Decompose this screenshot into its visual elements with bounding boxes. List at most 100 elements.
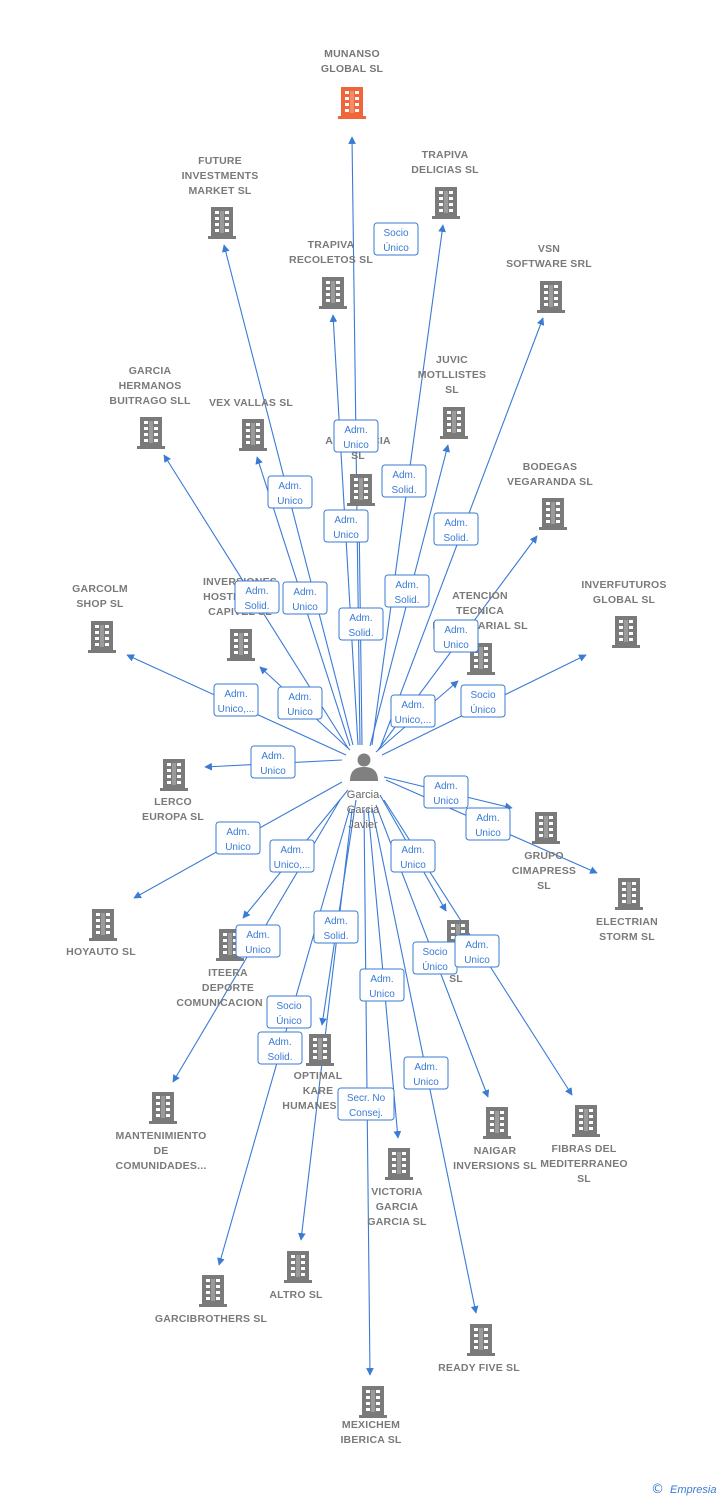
company-node-altro[interactable]: ALTRO SL <box>269 1251 323 1301</box>
relation-label[interactable]: Adm.Unico <box>235 924 281 958</box>
relation-label-box <box>235 924 281 958</box>
company-label: NAIGAR <box>474 1145 517 1157</box>
relation-label-box <box>257 1031 303 1065</box>
company-label: IBERICA SL <box>340 1434 401 1446</box>
relation-label[interactable]: Adm.Unico <box>403 1056 449 1090</box>
relation-label-box <box>381 464 427 498</box>
brand-logo-text[interactable]: Empresia <box>670 1484 716 1496</box>
relation-label[interactable]: Adm.Solid. <box>257 1031 303 1065</box>
person-label: Garcia <box>347 789 380 801</box>
footer-brand[interactable]: ©Empresia <box>651 1482 716 1497</box>
relation-label[interactable]: Adm.Unico <box>465 807 511 841</box>
company-label: DE <box>154 1145 169 1157</box>
company-label: INVESTMENTS <box>182 170 259 182</box>
relation-label[interactable]: Adm.Unico <box>333 419 379 453</box>
relation-label-box <box>313 910 359 944</box>
person-label: Javier <box>348 819 378 831</box>
company-label: GARCIA <box>129 365 172 377</box>
relation-label-text: Unico <box>400 860 426 871</box>
company-node-vex[interactable]: VEX VALLAS SL <box>209 397 293 451</box>
company-node-garcibrothers[interactable]: GARCIBROTHERS SL <box>155 1275 268 1325</box>
relation-label[interactable]: Adm.Solid. <box>313 910 359 944</box>
relation-label-text: Unico <box>260 766 286 777</box>
relation-label-text: Único <box>422 960 448 973</box>
relation-label-text: Unico <box>225 842 251 853</box>
relation-label[interactable]: Adm.Unico <box>277 686 323 720</box>
relation-label-box <box>333 419 379 453</box>
relation-label-text: Unico <box>475 828 501 839</box>
relation-label-box <box>266 995 312 1029</box>
relation-label[interactable]: Adm.Unico,... <box>213 683 259 717</box>
building-icon <box>359 1386 387 1418</box>
company-label: MOTLLISTES <box>418 369 487 381</box>
relation-label[interactable]: Adm.Unico <box>323 509 369 543</box>
relation-label[interactable]: Adm.Unico <box>390 839 436 873</box>
company-node-ready-five[interactable]: READY FIVE SL <box>438 1324 520 1374</box>
company-label: INVERSIONS SL <box>453 1160 537 1172</box>
relation-label-box <box>234 580 280 614</box>
company-label: HUMANES SL <box>282 1100 354 1112</box>
company-node-hoyauto[interactable]: HOYAUTO SL <box>66 909 136 958</box>
company-label: GLOBAL SL <box>321 63 384 75</box>
relation-label[interactable]: Adm.Unico <box>423 775 469 809</box>
relation-label-text: Adm. <box>444 518 467 529</box>
relation-label[interactable]: Adm.Solid. <box>338 607 384 641</box>
company-label: FIBRAS DEL <box>552 1143 617 1155</box>
relation-label[interactable]: Adm.Unico <box>267 475 313 509</box>
relation-label[interactable]: Adm.Unico <box>215 821 261 855</box>
relation-label[interactable]: Adm.Unico <box>454 934 500 968</box>
relation-label[interactable]: Adm.Solid. <box>381 464 427 498</box>
relation-label[interactable]: Adm.Unico,... <box>269 839 315 873</box>
building-icon <box>160 759 188 791</box>
relation-label[interactable]: Adm.Unico <box>433 619 479 653</box>
relation-label-text: Unico,... <box>218 704 255 715</box>
relation-label[interactable]: Adm.Unico <box>359 968 405 1002</box>
relation-label[interactable]: Adm.Unico,... <box>390 694 436 728</box>
relation-label[interactable]: Adm.Unico <box>250 745 296 779</box>
company-label: COMUNIDADES... <box>116 1160 207 1172</box>
company-label: TECNICA <box>456 605 504 617</box>
relation-label[interactable]: Adm.Unico <box>282 581 328 615</box>
relation-label-text: Consej. <box>349 1108 383 1119</box>
relation-label[interactable]: Adm.Solid. <box>384 574 430 608</box>
relation-label[interactable]: Adm.Solid. <box>433 512 479 546</box>
company-label: COMUNICACION SL <box>176 997 280 1009</box>
company-label: ITEERA <box>208 967 248 979</box>
edge-altro <box>297 809 353 1241</box>
relation-label-text: Adm. <box>293 587 316 598</box>
relation-label-text: Unico <box>369 989 395 1000</box>
company-label: VSN <box>538 243 560 255</box>
building-icon <box>227 629 255 661</box>
relation-label[interactable]: Adm.Solid. <box>234 580 280 614</box>
relation-label-text: Solid. <box>267 1052 292 1063</box>
company-node-naigar[interactable]: NAIGAR INVERSIONS SL <box>453 1107 537 1172</box>
relation-label-box <box>269 839 315 873</box>
company-label: MEDITERRANEO <box>540 1158 628 1170</box>
company-node-mantenimiento[interactable]: MANTENIMIENTODECOMUNIDADES... <box>115 1092 206 1172</box>
